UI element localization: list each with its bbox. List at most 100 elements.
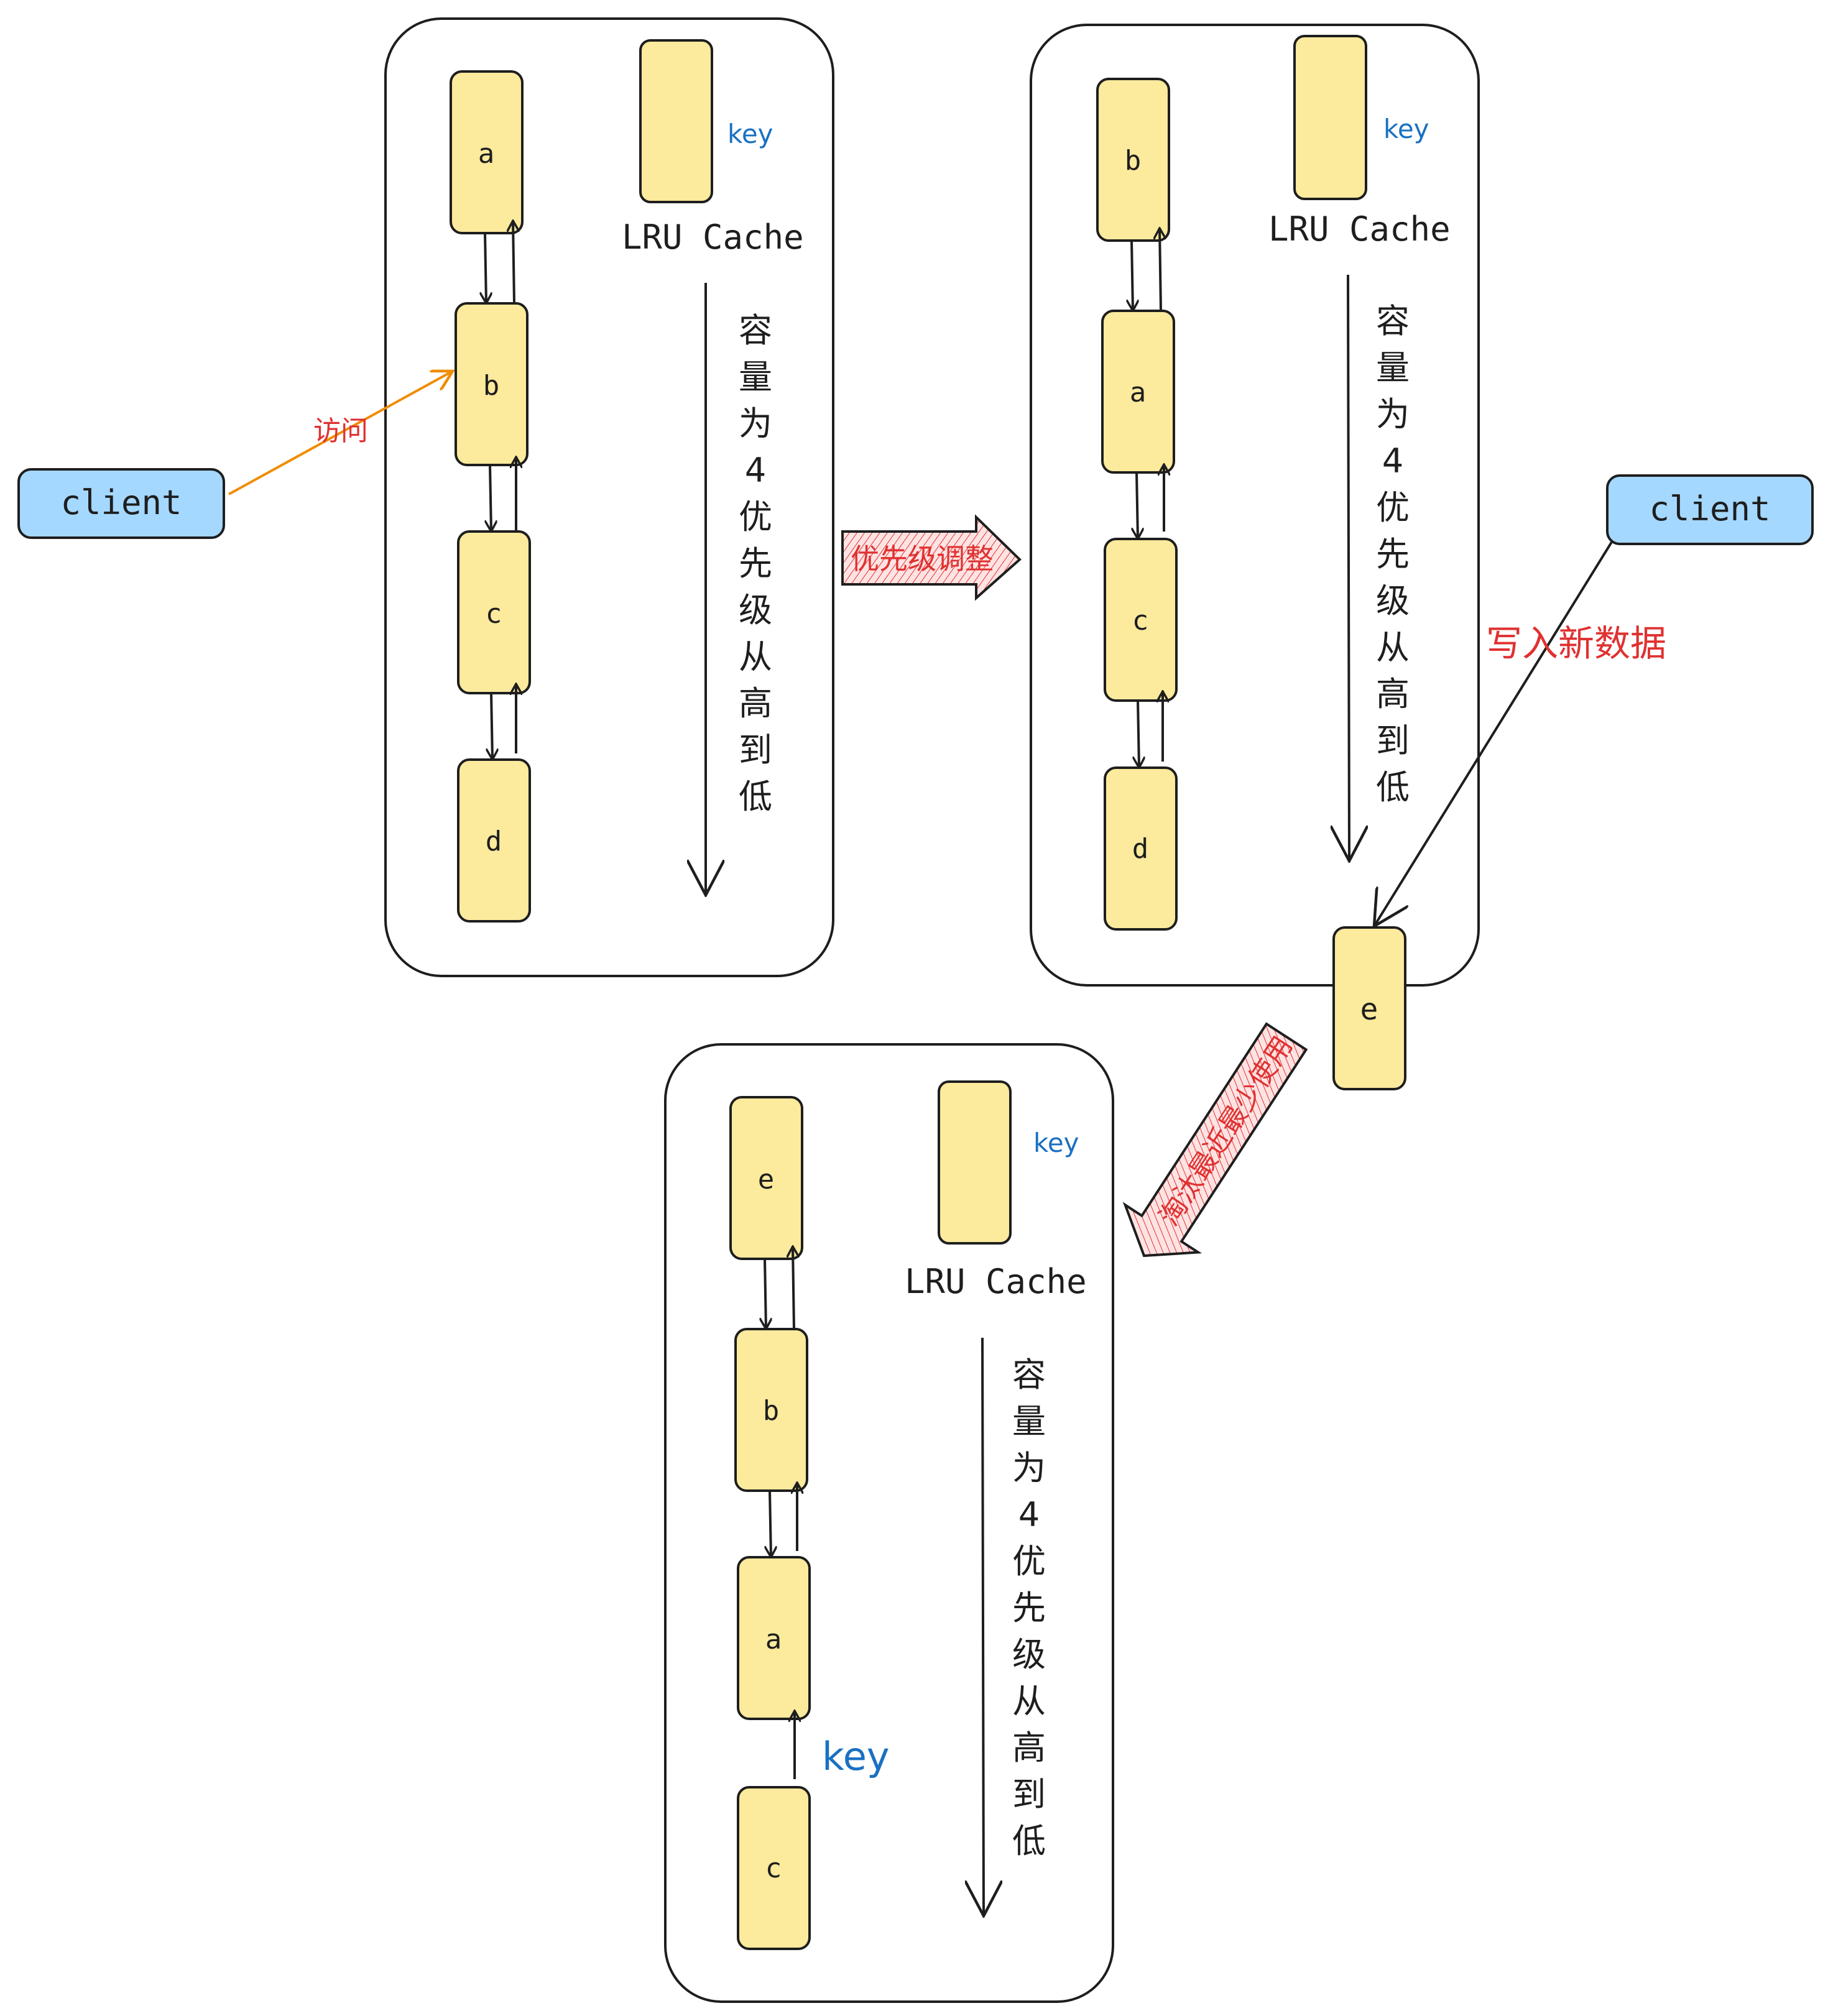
panel-3-links [765, 1246, 797, 1779]
panel-2-node-d: d [1104, 766, 1178, 931]
panel-2-node-a: a [1101, 310, 1175, 474]
panel-2-cap-6: 级 [1376, 581, 1410, 620]
panel-1-key-swatch [639, 39, 713, 203]
panel-1-cap-6: 级 [739, 591, 772, 630]
panel-3-cap-2: 为 [1012, 1448, 1046, 1488]
panel-2-links [1132, 228, 1164, 768]
panel-3-node-c-label: c [765, 1853, 782, 1884]
write-arrow [1374, 541, 1613, 926]
panel-2-key-label: key [1383, 114, 1429, 144]
panel-1-node-c-label: c [486, 598, 502, 630]
panel-3-cap-4: 优 [1012, 1542, 1046, 1581]
panel-1-cap-7: 从 [739, 637, 772, 676]
panel-3-node-c: c [737, 1786, 811, 1950]
panel-3-cap-0: 容 [1012, 1355, 1046, 1394]
link-b-e-up [793, 1246, 794, 1330]
panel-3-capacity-text: 容 量 为 4 优 先 级 从 高 到 低 [1012, 1355, 1046, 1861]
panel-1-node-b-label: b [483, 370, 500, 402]
panel-3-node-a-label: a [765, 1624, 782, 1655]
panel-3-node-b-label: b [763, 1395, 780, 1427]
panel-1-cap-1: 量 [739, 357, 772, 397]
client-left: client [17, 468, 225, 539]
panel-1-node-b: b [455, 302, 529, 466]
link-b-c-down [490, 464, 491, 532]
panel-1-node-d-label: d [486, 826, 502, 857]
panel-3-cap-6: 级 [1012, 1635, 1046, 1674]
panel-1-cap-2: 为 [739, 404, 772, 443]
panel-1-cap-10: 低 [739, 777, 772, 816]
panel-1-cap-8: 高 [739, 684, 772, 723]
panel-2-cap-4: 优 [1376, 488, 1410, 527]
panel-3-cap-8: 高 [1012, 1728, 1046, 1767]
panel-3-cap-1: 量 [1012, 1402, 1046, 1441]
panel-1-cap-0: 容 [739, 311, 772, 350]
client-left-label: client [60, 483, 182, 522]
panel-2-cap-7: 从 [1376, 628, 1410, 667]
evict-label: 淘汰最近最少使用 [1153, 1031, 1299, 1231]
link-c-d-down [491, 693, 492, 760]
panel-3-priority-arrow [982, 1337, 984, 1916]
link-a-b-down [485, 232, 486, 303]
panel-2-frame [1030, 24, 1480, 987]
panel-3-key-swatch [938, 1080, 1012, 1245]
link-a-c-down [1137, 472, 1138, 539]
panel-1-frame [384, 17, 834, 977]
panel-3-key-label: key [1033, 1128, 1079, 1158]
panel-2-cap-5: 先 [1376, 535, 1410, 574]
panel-2-cap-2: 为 [1376, 395, 1410, 434]
panel-3-title: LRU Cache [905, 1262, 1087, 1301]
panel-3-node-e-label: e [758, 1164, 775, 1195]
panel-3-node-a: a [737, 1556, 811, 1720]
link-c-d-down [1138, 700, 1139, 768]
panel-1-cap-9: 到 [739, 730, 772, 770]
panel-3-detached-key-label: key [822, 1734, 890, 1779]
panel-3-node-b: b [734, 1328, 808, 1492]
panel-1-node-a-label: a [478, 138, 495, 170]
evict-arrow: 淘汰最近最少使用 [1122, 1022, 1308, 1258]
panel-2-cap-1: 量 [1376, 348, 1410, 387]
panel-1-key-label: key [727, 119, 773, 149]
panel-1-cap-4: 优 [739, 497, 772, 536]
panel-2-priority-arrow [1348, 274, 1349, 861]
panel-2-cap-8: 高 [1376, 674, 1410, 714]
link-a-b-up [1160, 228, 1161, 311]
panel-2-capacity-text: 容 量 为 4 优 先 级 从 高 到 低 [1376, 301, 1410, 807]
panel-1-title: LRU Cache [622, 218, 804, 257]
panel-1-capacity-text: 容 量 为 4 优 先 级 从 高 到 低 [739, 311, 772, 816]
link-b-a-up [513, 221, 514, 304]
panel-2-node-c: c [1104, 538, 1178, 702]
priority-adjust-arrow: 优先级调整 [841, 514, 1022, 601]
write-label: 写入新数据 [1486, 622, 1666, 665]
incoming-node-e-label: e [1360, 992, 1378, 1027]
panel-3-cap-7: 从 [1012, 1682, 1046, 1721]
client-right-label: client [1649, 489, 1770, 528]
link-b-a-down [1132, 240, 1133, 311]
panel-2-cap-10: 低 [1376, 768, 1410, 807]
panel-2-node-b-label: b [1125, 145, 1142, 177]
panel-1-cap-3: 4 [745, 451, 766, 490]
panel-3-cap-3: 4 [1018, 1495, 1040, 1534]
panel-1-node-d: d [457, 758, 531, 923]
priority-adjust-label: 优先级调整 [851, 542, 994, 576]
panel-1-links [485, 221, 516, 760]
panel-2-node-a-label: a [1130, 377, 1147, 408]
panel-2-key-swatch [1293, 35, 1367, 200]
panel-2-node-d-label: d [1132, 833, 1149, 865]
panel-1-cap-5: 先 [739, 544, 772, 583]
client-right: client [1606, 474, 1814, 545]
panel-2-node-c-label: c [1132, 605, 1149, 637]
link-e-b-down [765, 1258, 766, 1329]
panel-3-frame [664, 1043, 1114, 2003]
panel-2: key LRU Cache 容 量 为 4 优 先 级 从 高 到 低 b a … [1030, 24, 1480, 987]
link-b-a-down [770, 1490, 771, 1557]
panel-2-cap-0: 容 [1376, 301, 1410, 341]
panel-1-node-a: a [450, 70, 524, 234]
panel-2-node-b: b [1096, 78, 1170, 242]
access-arrow [228, 371, 453, 495]
panel-2-cap-3: 4 [1382, 441, 1403, 481]
panel-2-cap-9: 到 [1376, 721, 1410, 760]
panel-3-node-e: e [729, 1096, 803, 1260]
access-label: 访问 [313, 415, 368, 447]
panel-3-cap-9: 到 [1012, 1775, 1046, 1814]
